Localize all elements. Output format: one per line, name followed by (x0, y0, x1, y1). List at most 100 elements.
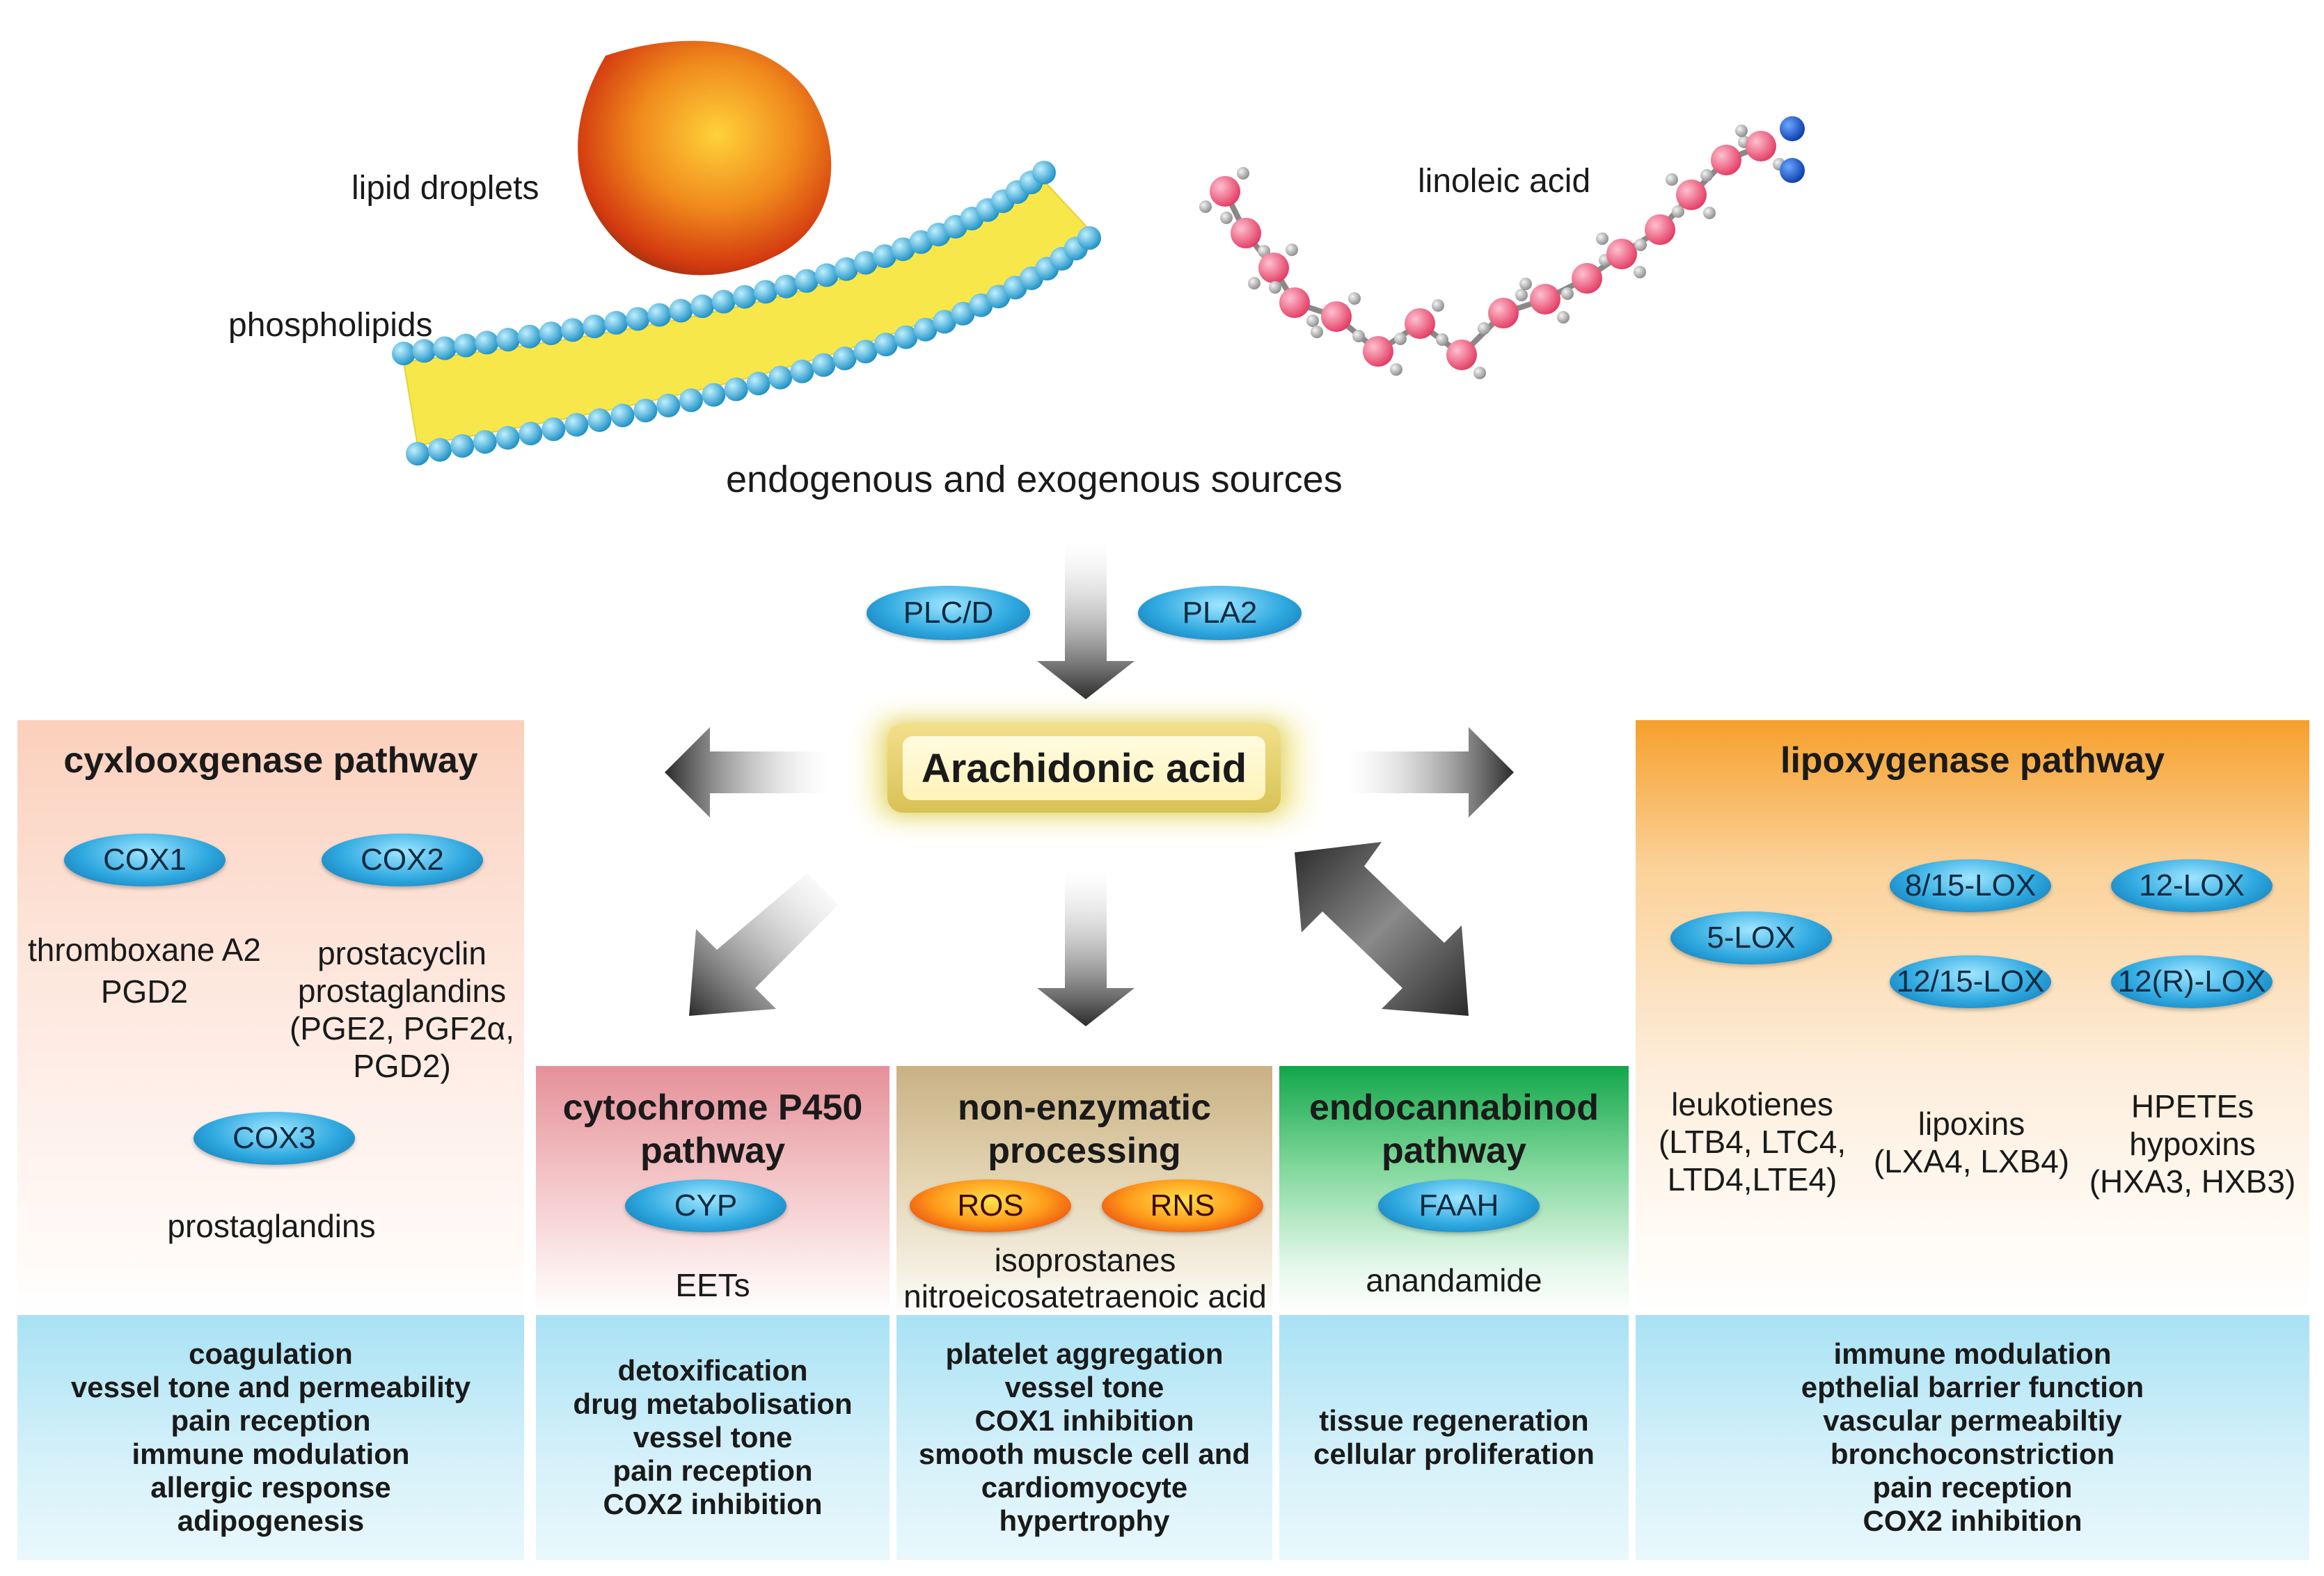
nonenzymatic-product-line: nitroeicosatetraenoic acid (903, 1278, 1267, 1314)
lipid-head (702, 383, 726, 407)
hydrogen-atom (1703, 207, 1716, 219)
arrow-sources-to-aa (1037, 543, 1135, 699)
lipid-head (969, 293, 993, 317)
nonenzymatic-functions: platelet aggregation vessel tone COX1 in… (896, 1315, 1272, 1560)
lox-function-item: immune modulation (1833, 1337, 2112, 1370)
lipoxins-line: (LXA4, LXB4) (1873, 1143, 2070, 1179)
hpetes-products: HPETEs hypoxins (HXA3, HXB3) (2078, 1088, 2307, 1200)
lipid-head (746, 372, 770, 396)
lipid-head (433, 336, 457, 360)
carbon-atom (1279, 287, 1310, 318)
cox-function-item: immune modulation (132, 1438, 410, 1470)
arrow-aa-to-cyp (689, 873, 839, 1016)
arachidonic-acid-box: Arachidonic acid (887, 724, 1281, 813)
arrow-aa-to-nonenzymatic (1037, 870, 1135, 1026)
lipid-head (582, 315, 606, 339)
carbon-atom (1711, 145, 1741, 175)
lox12-enzyme: 12-LOX (2111, 859, 2272, 912)
hpetes-line: hypoxins (2129, 1126, 2256, 1162)
lipid-head (519, 422, 543, 446)
lox-function-item: bronchoconstriction (1830, 1438, 2115, 1470)
lox-function-item: vascular permeabiltiy (1823, 1404, 2122, 1437)
nonenzymatic-function-item: smooth muscle cell and (918, 1438, 1251, 1470)
bilayer-heads-bottom (406, 226, 1101, 465)
leukotrienes-line: (LTB4, LTC4, (1658, 1124, 1847, 1160)
cox2-product-line: prostaglandins (297, 973, 507, 1009)
hydrogen-atom (1436, 333, 1448, 346)
cox-pathway-panel: cyxlooxgenase pathway (17, 720, 524, 1315)
hydrogen-atom (1432, 299, 1444, 312)
endocannabinoid-title-1: endocannabinod (1309, 1088, 1599, 1128)
bilayer-heads-top (392, 161, 1056, 365)
nonenzymatic-function-item: COX1 inhibition (974, 1404, 1194, 1437)
hydrogen-atom (1478, 322, 1490, 335)
lipid-head (724, 377, 748, 401)
oxygen-atom (1780, 116, 1805, 141)
lox5-enzyme: 5-LOX (1670, 912, 1832, 964)
cox-function-item: pain reception (171, 1404, 371, 1437)
cox2-products: prostacyclin prostaglandins (PGE2, PGF2α… (275, 934, 529, 1085)
cyp-function-item: detoxification (617, 1354, 808, 1387)
nonenzymatic-product-line: isoprostanes (994, 1242, 1176, 1278)
lipid-head (1032, 161, 1056, 184)
arrow-aa-to-lox (1347, 727, 1514, 818)
carbon-atom (1645, 214, 1675, 245)
lipid-head (690, 294, 715, 319)
carbon-atom (1363, 336, 1393, 367)
hydrogen-atom (1352, 330, 1365, 342)
cyp-functions: detoxification drug metabolisation vesse… (536, 1315, 890, 1560)
cox-function-item: vessel tone and permeability (70, 1371, 471, 1403)
lipid-head (587, 408, 612, 432)
nonenzymatic-products: isoprostanes nitroeicosatetraenoic acid (884, 1242, 1286, 1314)
cyp-function-item: vessel tone (633, 1421, 793, 1454)
lipid-head (542, 417, 566, 441)
lipoxins-products: lipoxins (LXA4, LXB4) (1865, 1105, 2078, 1180)
lox12r-enzyme: 12(R)-LOX (2111, 955, 2272, 1008)
carbon-atom (1231, 218, 1261, 248)
lipid-head (475, 331, 499, 355)
lipid-head (894, 325, 918, 349)
cox3-products: prostaglandins (167, 1208, 376, 1244)
lipid-head (496, 328, 520, 352)
hydrogen-atom (1311, 326, 1323, 338)
nonenzymatic-title-1: non-enzymatic (957, 1088, 1212, 1128)
nonenzymatic-function-item: vessel tone (1004, 1371, 1164, 1403)
arrow-aa-endo-bidirectional (1295, 842, 1469, 1016)
linoleic-acid-label: linoleic acid (1418, 163, 1591, 200)
endocannabinoid-function-item: cellular proliferation (1313, 1438, 1595, 1470)
endocannabinoid-title-2: pathway (1381, 1131, 1527, 1171)
linoleic-acid-molecule (1199, 116, 1805, 379)
lipid-head (853, 250, 878, 275)
hydrogen-atom (1248, 277, 1260, 289)
cox-pathway-title: cyxlooxgenase pathway (63, 740, 478, 781)
hydrogen-atom (1557, 311, 1570, 324)
lipid-droplets-label: lipid droplets (351, 170, 539, 207)
carbon-atom (1746, 131, 1776, 161)
lipid-head (891, 237, 915, 262)
lipid-head (539, 321, 563, 346)
plc-enzyme: PLC/D (867, 586, 1030, 640)
lipid-head (874, 333, 898, 357)
endocannabinoid-product: anandamide (1366, 1262, 1542, 1298)
carbon-atom (1676, 180, 1707, 210)
carbon-atom (1210, 176, 1240, 207)
cyp-pathway-title-1: cytochrome P450 (562, 1088, 863, 1128)
carbon-atom (1488, 298, 1519, 328)
lipid-head (834, 257, 858, 281)
pla2-enzyme: PLA2 (1138, 586, 1302, 640)
lox-function-item: pain reception (1872, 1471, 2073, 1504)
lipid-head (794, 269, 819, 293)
lox-functions: immune modulation epthelial barrier func… (1636, 1315, 2309, 1560)
nonenzymatic-function-item: hypertrophy (999, 1504, 1170, 1537)
arrow-aa-to-cox (665, 727, 828, 818)
cyp-function-item: drug metabolisation (573, 1387, 853, 1420)
hydrogen-atom (1220, 212, 1233, 224)
lipid-head (656, 393, 681, 417)
lox1215-enzyme: 12/15-LOX (1890, 955, 2051, 1008)
nonenzymatic-title-2: processing (988, 1131, 1181, 1171)
hydrogen-atom (1269, 281, 1281, 294)
lipid-head (633, 398, 658, 422)
hydrogen-atom (1286, 244, 1298, 256)
hydrogen-atom (1634, 239, 1647, 251)
lipid-head (812, 353, 836, 377)
